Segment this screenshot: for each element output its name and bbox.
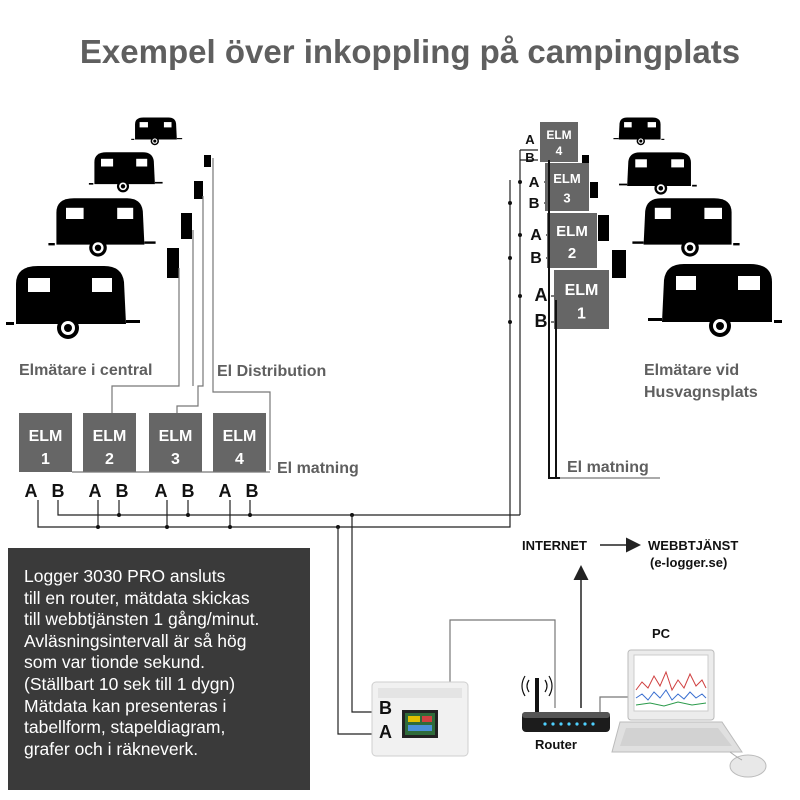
internet-label: INTERNET [522, 538, 587, 553]
meter-name: ELM [546, 128, 571, 142]
feed-label-right: El matning [567, 459, 649, 476]
terminal-a-label: A [529, 174, 540, 191]
central-meters-label: Elmätare i central [19, 362, 152, 379]
energy-meter-icon: ELM 1 [554, 270, 609, 329]
terminal-a-label: A [89, 481, 102, 501]
distribution-label: El Distribution [217, 363, 326, 380]
info-line: som var tionde sekund. [24, 652, 205, 673]
connector-box [194, 181, 203, 199]
webservice-label: WEBBTJÄNST [648, 538, 738, 553]
meter-number: 4 [235, 451, 244, 468]
meter-name: ELM [565, 282, 599, 299]
terminal-b-label: B [525, 150, 534, 165]
terminal-b-label: B [529, 195, 540, 212]
connector-box [167, 248, 179, 278]
caravan-icon [619, 152, 697, 194]
energy-meter-icon: ELM 3 [149, 413, 202, 472]
terminal-a-label: A [155, 481, 168, 501]
caravan-icon [88, 152, 163, 193]
pc-label: PC [652, 626, 671, 641]
connector-box [612, 250, 626, 278]
meter-name: ELM [223, 428, 257, 445]
meter-number: 2 [568, 245, 576, 262]
terminal-b-label: B [535, 311, 548, 331]
meter-name: ELM [553, 171, 580, 186]
terminal-b-label: B [52, 481, 65, 501]
info-line: Logger 3030 PRO ansluts [24, 566, 226, 586]
caravan-icon [6, 266, 140, 339]
terminal-a-label: A [530, 227, 542, 244]
router-icon [521, 675, 610, 732]
logger-b-label: B [379, 698, 392, 718]
site-meters-label-2: Husvagnsplats [644, 384, 758, 401]
energy-meter-icon: ELM 1 [19, 413, 72, 472]
connector-box [204, 155, 211, 167]
meter-number: 1 [41, 451, 50, 468]
meter-name: ELM [29, 428, 63, 445]
terminal-b-label: B [246, 481, 259, 501]
connector-box [582, 155, 589, 167]
site-meters-label-1: Elmätare vid [644, 362, 739, 379]
meter-number: 3 [171, 451, 180, 468]
page-title: Exempel över inkoppling på campingplats [80, 33, 740, 70]
terminal-b-label: B [116, 481, 129, 501]
logger-a-label: A [379, 722, 392, 742]
energy-meter-icon: ELM 4 [213, 413, 266, 472]
energy-meter-icon: ELM 3 [545, 163, 589, 211]
info-line: tabellform, stapeldiagram, [24, 717, 226, 738]
caravan-icon [632, 198, 739, 256]
feed-label-left: El matning [277, 460, 359, 477]
router-label: Router [535, 737, 577, 752]
meter-number: 2 [105, 451, 114, 468]
terminal-b-label: B [182, 481, 195, 501]
info-line: (Ställbart 10 sek till 1 dygn) [24, 673, 236, 694]
pc-icon [611, 649, 767, 778]
logger-device-icon [371, 681, 469, 757]
info-line: grafer och i räkneverk. [24, 738, 199, 759]
meter-number: 1 [577, 305, 586, 322]
terminal-a-label: A [25, 481, 38, 501]
info-line: Avläsningsintervall är så hög [24, 630, 247, 651]
info-line: Mätdata kan presenteras i [24, 695, 227, 716]
connector-box [181, 213, 192, 239]
energy-meter-icon: ELM 4 [540, 122, 578, 162]
meter-number: 4 [556, 144, 563, 158]
energy-meter-icon: ELM 2 [83, 413, 136, 472]
terminal-a-label: A [219, 481, 232, 501]
meter-name: ELM [159, 428, 193, 445]
caravan-icon [131, 117, 183, 146]
webservice-url: (e-logger.se) [650, 555, 727, 570]
meter-number: 3 [563, 190, 570, 205]
caravan-icon [48, 198, 156, 257]
caravan-icon [648, 264, 782, 337]
connector-box [598, 215, 609, 241]
energy-meter-icon: ELM 2 [547, 213, 597, 268]
meter-name: ELM [556, 223, 588, 240]
info-line: till en router, mätdata skickas [24, 587, 250, 608]
terminal-a-label: A [525, 132, 535, 147]
meter-name: ELM [93, 428, 127, 445]
terminal-b-label: B [530, 250, 542, 267]
connector-box [590, 182, 598, 198]
caravan-icon [613, 118, 664, 146]
info-line: till webbtjänsten 1 gång/minut. [24, 609, 260, 630]
terminal-a-label: A [535, 285, 548, 305]
